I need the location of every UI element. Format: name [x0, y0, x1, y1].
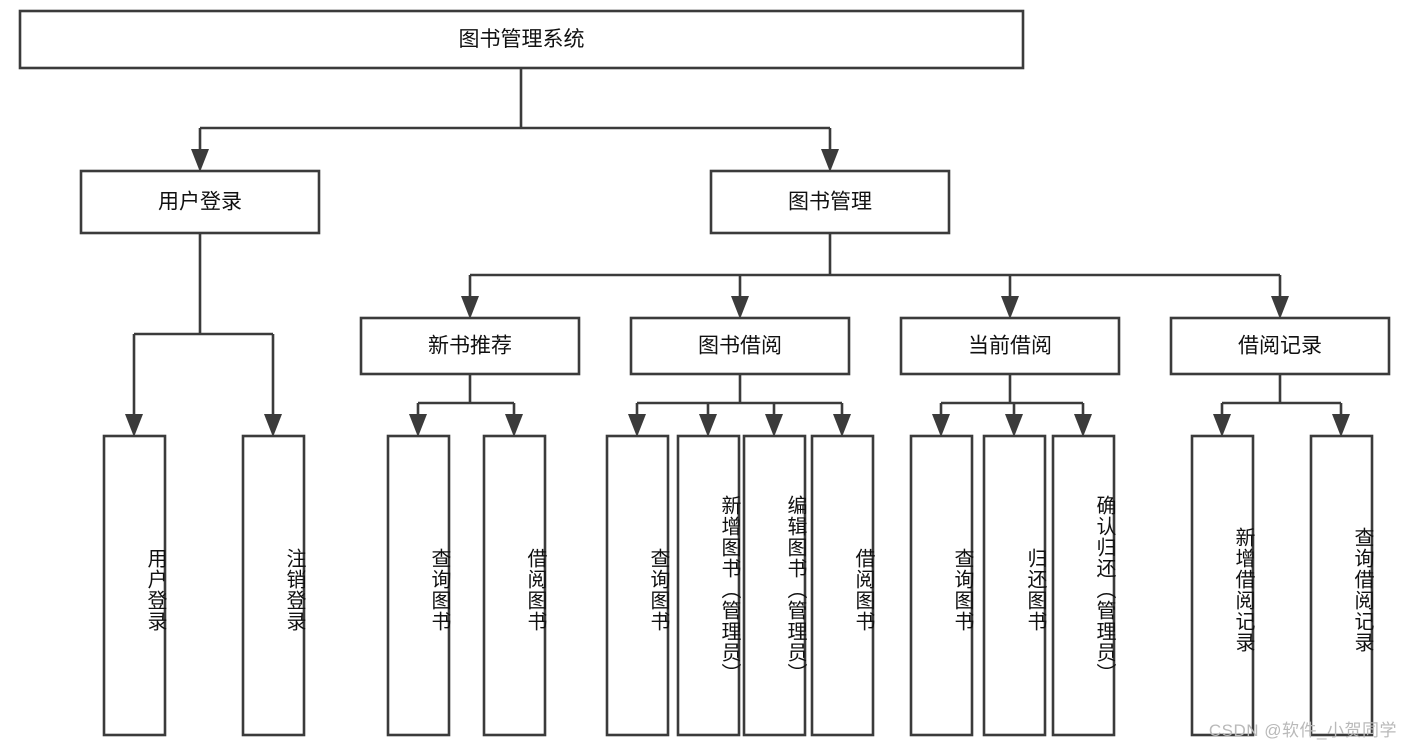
arrow-bus-book-manage	[1001, 275, 1019, 319]
node-label: 新书推荐	[428, 335, 512, 358]
arrow-bus-book-borrow	[699, 403, 717, 437]
node-box[interactable]	[982, 434, 1047, 737]
arrow-bus-book-borrow	[765, 403, 783, 437]
node-leaf-add-record[interactable]	[1190, 434, 1255, 737]
arrow-head-icon	[821, 149, 839, 172]
arrow-head-icon	[1332, 414, 1350, 437]
arrow-head-icon	[1271, 296, 1289, 319]
arrow-head-icon	[409, 414, 427, 437]
node-box[interactable]	[709, 169, 951, 235]
node-borrow-record[interactable]	[1169, 316, 1391, 376]
node-leaf-borrow-book-2[interactable]	[810, 434, 875, 737]
connector-bus-user-login	[134, 233, 273, 336]
arrow-bus-borrow-record	[1213, 403, 1231, 437]
node-book-borrow[interactable]	[629, 316, 851, 376]
node-label: 当前借阅	[968, 335, 1052, 358]
arrow-head-icon	[628, 414, 646, 437]
arrow-head-icon	[731, 296, 749, 319]
arrow-bus-book-manage	[731, 275, 749, 319]
node-leaf-query-book-1[interactable]	[386, 434, 451, 737]
node-box[interactable]	[1051, 434, 1116, 737]
node-box[interactable]	[899, 316, 1121, 376]
node-box[interactable]	[605, 434, 670, 737]
arrow-head-icon	[1074, 414, 1092, 437]
node-box[interactable]	[1190, 434, 1255, 737]
node-leaf-user-login[interactable]	[102, 434, 167, 737]
arrow-bus-user-login	[264, 334, 282, 437]
arrow-head-icon	[461, 296, 479, 319]
node-box[interactable]	[676, 434, 741, 737]
node-book-manage[interactable]	[709, 169, 951, 235]
arrow-bus-current-borrow	[1074, 403, 1092, 437]
connector-bus-borrow-record	[1222, 374, 1341, 405]
node-user-login[interactable]	[79, 169, 321, 235]
node-label: 用户登录	[158, 191, 242, 214]
node-leaf-confirm-return[interactable]	[1051, 434, 1116, 737]
connector-bus-current-borrow	[941, 374, 1083, 405]
arrow-head-icon	[125, 414, 143, 437]
arrow-bus-book-manage	[1271, 275, 1289, 319]
node-box[interactable]	[386, 434, 451, 737]
arrow-head-icon	[1001, 296, 1019, 319]
connector-bus-root	[200, 68, 830, 130]
node-leaf-query-book-2[interactable]	[605, 434, 670, 737]
connector-bus-book-borrow	[637, 374, 842, 405]
arrow-head-icon	[191, 149, 209, 172]
connectors-layer	[125, 68, 1350, 437]
node-leaf-query-record[interactable]	[1309, 434, 1374, 737]
arrow-bus-new-book-rec	[505, 403, 523, 437]
node-box[interactable]	[482, 434, 547, 737]
arrow-head-icon	[699, 414, 717, 437]
arrow-head-icon	[264, 414, 282, 437]
arrow-head-icon	[505, 414, 523, 437]
node-leaf-borrow-book-1[interactable]	[482, 434, 547, 737]
arrow-head-icon	[932, 414, 950, 437]
connector-bus-new-book-rec	[418, 374, 514, 405]
node-root-图书管理系统[interactable]	[18, 9, 1025, 70]
arrow-bus-current-borrow	[1005, 403, 1023, 437]
arrow-bus-book-borrow	[628, 403, 646, 437]
nodes-layer	[18, 9, 1391, 737]
connector-bus-book-manage	[470, 233, 1280, 277]
node-box[interactable]	[629, 316, 851, 376]
arrow-bus-book-manage	[461, 275, 479, 319]
node-leaf-edit-book[interactable]	[742, 434, 807, 737]
node-label: 借阅记录	[1238, 335, 1322, 358]
node-box[interactable]	[359, 316, 581, 376]
node-box[interactable]	[742, 434, 807, 737]
node-box[interactable]	[79, 169, 321, 235]
node-leaf-query-book-3[interactable]	[909, 434, 974, 737]
node-label: 图书管理	[788, 191, 872, 214]
arrow-bus-book-borrow	[833, 403, 851, 437]
arrow-bus-current-borrow	[932, 403, 950, 437]
arrow-bus-user-login	[125, 334, 143, 437]
node-leaf-add-book[interactable]	[676, 434, 741, 737]
arrow-head-icon	[833, 414, 851, 437]
node-box[interactable]	[1169, 316, 1391, 376]
arrow-bus-root	[821, 128, 839, 172]
arrow-bus-borrow-record	[1332, 403, 1350, 437]
node-label: 图书借阅	[698, 335, 782, 358]
arrow-head-icon	[765, 414, 783, 437]
node-label: 图书管理系统	[459, 28, 585, 51]
node-box[interactable]	[909, 434, 974, 737]
watermark-text: CSDN @软件_小贺同学	[1208, 721, 1397, 740]
arrow-head-icon	[1213, 414, 1231, 437]
node-box[interactable]	[102, 434, 167, 737]
node-box[interactable]	[18, 9, 1025, 70]
node-leaf-return-book[interactable]	[982, 434, 1047, 737]
node-box[interactable]	[810, 434, 875, 737]
arrow-bus-new-book-rec	[409, 403, 427, 437]
arrow-head-icon	[1005, 414, 1023, 437]
node-box[interactable]	[1309, 434, 1374, 737]
node-new-book-rec[interactable]	[359, 316, 581, 376]
node-leaf-user-logout[interactable]	[241, 434, 306, 737]
node-box[interactable]	[241, 434, 306, 737]
node-current-borrow[interactable]	[899, 316, 1121, 376]
arrow-bus-root	[191, 128, 209, 172]
